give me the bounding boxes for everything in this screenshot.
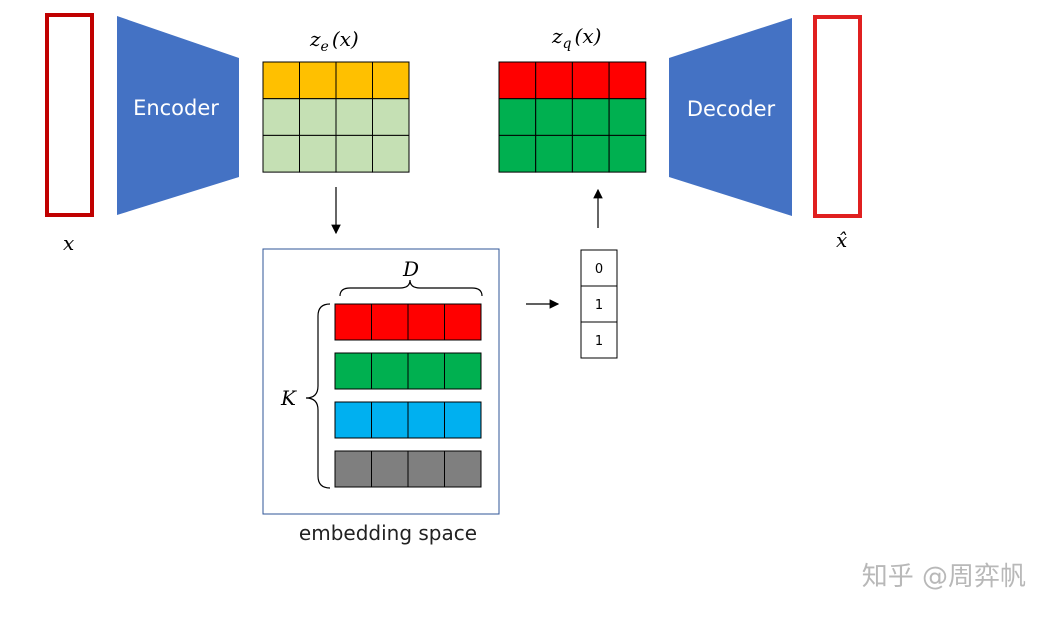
embedding-space-label: embedding space <box>299 521 477 545</box>
output-label: x̂ <box>836 228 847 252</box>
encoder-block <box>117 16 239 215</box>
k-brace <box>305 303 331 489</box>
ze-cell <box>299 134 337 173</box>
ze-cell <box>372 98 410 136</box>
codebook-cell <box>334 352 372 390</box>
ze-cell <box>262 98 300 136</box>
watermark: 知乎 @周弈帆 <box>862 562 1026 592</box>
input-frame <box>45 13 94 217</box>
zq-grid <box>498 61 647 173</box>
dim-d-label: D <box>402 257 419 281</box>
codebook-cell <box>407 401 445 439</box>
codebook-grid <box>334 303 482 488</box>
codebook-cell <box>371 401 409 439</box>
zq-cell <box>535 61 573 100</box>
ze-cell <box>262 61 300 100</box>
ze-cell <box>335 61 373 100</box>
codebook-cell <box>444 450 482 488</box>
zq-cell <box>608 98 647 136</box>
codebook-cell <box>444 303 482 341</box>
zq-cell <box>535 98 573 136</box>
codebook-cell <box>371 450 409 488</box>
d-brace <box>339 279 483 297</box>
embedding-space-box <box>262 248 500 515</box>
decoder-label: Decoder <box>687 97 776 121</box>
index-vector: 0 1 1 <box>580 249 618 359</box>
zq-cell <box>498 134 537 173</box>
zq-cell <box>571 134 610 173</box>
input-label: x <box>63 231 74 255</box>
dim-k-label: K <box>280 386 297 410</box>
index-value: 1 <box>595 298 603 313</box>
encoder-label: Encoder <box>133 96 219 120</box>
ze-grid <box>262 61 410 173</box>
codebook-cell <box>444 352 482 390</box>
zq-cell <box>498 61 537 100</box>
codebook-cell <box>407 450 445 488</box>
zq-cell <box>535 134 573 173</box>
zq-cell <box>571 98 610 136</box>
codebook-cell <box>334 450 372 488</box>
codebook-cell <box>444 401 482 439</box>
ze-cell <box>262 134 300 173</box>
zq-cell <box>608 134 647 173</box>
index-value: 0 <box>595 262 603 277</box>
codebook-cell <box>371 303 409 341</box>
codebook-cell <box>334 303 372 341</box>
zq-cell <box>608 61 647 100</box>
output-frame <box>813 15 862 218</box>
codebook-cell <box>371 352 409 390</box>
ze-title: ze(x) <box>309 27 359 55</box>
zq-title: zq(x) <box>551 24 601 52</box>
codebook-cell <box>407 352 445 390</box>
codebook-cell <box>407 303 445 341</box>
zq-cell <box>571 61 610 100</box>
ze-cell <box>372 61 410 100</box>
zq-cell <box>498 98 537 136</box>
decoder-block <box>669 18 792 216</box>
ze-cell <box>299 98 337 136</box>
index-value: 1 <box>595 334 603 349</box>
codebook-cell <box>334 401 372 439</box>
ze-cell <box>372 134 410 173</box>
ze-cell <box>335 134 373 173</box>
ze-cell <box>335 98 373 136</box>
ze-cell <box>299 61 337 100</box>
